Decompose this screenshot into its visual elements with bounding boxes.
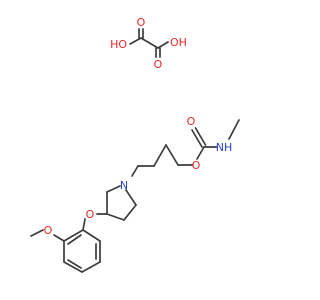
atom-label-o: O	[187, 115, 196, 128]
atom-label-nh: NH	[216, 141, 233, 154]
atom-label-o: O	[44, 224, 53, 237]
main-molecule: O NH O N O O	[30, 115, 240, 273]
bond	[194, 127, 207, 146]
atom-label-o: O	[154, 58, 163, 71]
bond	[106, 185, 121, 193]
atom-label-o: O	[192, 159, 201, 172]
bond	[106, 213, 125, 221]
bond	[63, 261, 83, 273]
bond	[53, 234, 65, 242]
atom-label-o: O	[137, 16, 146, 29]
bond	[82, 218, 86, 231]
bond	[30, 229, 44, 237]
bond	[140, 37, 159, 49]
atom-label-ho: HO	[110, 38, 127, 51]
atom-label-oh: OH	[170, 36, 187, 49]
bond	[67, 259, 82, 269]
bond	[165, 144, 179, 166]
bond	[63, 229, 84, 242]
bond	[125, 189, 137, 206]
bond	[123, 204, 137, 221]
atom-label-n: N	[120, 179, 128, 192]
bond	[228, 119, 240, 140]
bond	[196, 146, 205, 160]
bond	[129, 37, 142, 45]
oxalic-acid: HO OH O O	[110, 16, 187, 71]
chemical-structure: HO OH O O	[30, 16, 240, 273]
atom-label-o: O	[86, 208, 95, 221]
bond	[81, 261, 101, 273]
bond	[131, 165, 139, 177]
bond	[191, 129, 203, 148]
bond	[67, 234, 82, 245]
bond	[153, 144, 167, 167]
bond	[157, 41, 169, 49]
bond	[82, 229, 101, 242]
